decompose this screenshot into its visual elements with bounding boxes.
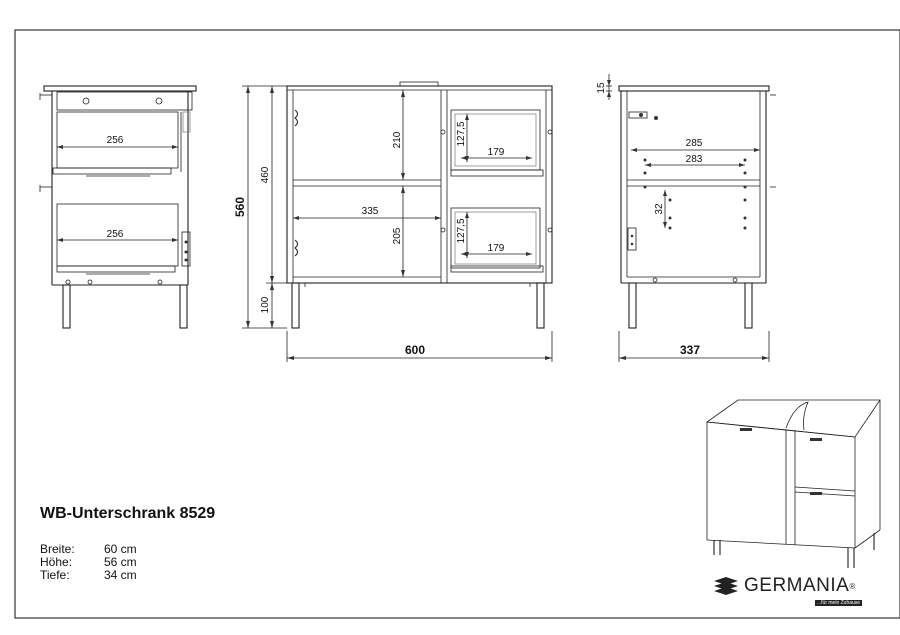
dim-top-thickness: 15 [596,82,607,94]
dim-drawer-height-lower: 127,5 [456,218,467,243]
side-section-view: 256 256 [39,85,197,329]
spec-row-width: Breite: 60 cm [40,543,137,556]
dim-front-bottom-drawer-inner: 256 [107,229,124,240]
layered-stack-icon [714,577,738,595]
height-dimension-chain: 560 460 100 [233,85,287,329]
dim-upper-compartment-height: 210 [392,131,403,148]
dim-drawer-height-upper: 127,5 [456,121,467,146]
brand-name: GERMANIA [744,575,850,596]
dim-side-depth-inner: 283 [686,154,703,165]
dim-compartment-width: 335 [362,206,379,217]
dim-side-depth-outer: 285 [686,138,703,149]
spec-label: Breite: [40,542,75,556]
product-title: WB-Unterschrank 8529 [40,505,216,522]
dim-side-hole-spacing: 32 [654,203,665,215]
product-perspective-sketch [705,399,881,568]
width-dimension: 600 [286,331,553,362]
dim-body-height: 460 [260,166,271,183]
side-view: 15 [596,74,776,362]
spec-row-height: Höhe: 56 cm [40,556,137,569]
dim-lower-compartment-height: 205 [392,227,403,244]
brand-tagline: ...für mein Zuhause [815,600,863,606]
spec-value: 34 cm [104,568,137,582]
spec-value: 60 cm [104,542,137,556]
sheet-frame [14,29,900,619]
dim-drawer-width-upper: 179 [488,147,505,158]
dim-drawer-width-lower: 179 [488,243,505,254]
spec-label: Höhe: [40,555,73,569]
dim-total-depth: 337 [680,343,700,357]
spec-value: 56 cm [104,555,137,569]
dim-front-top-drawer-inner: 256 [107,135,124,146]
spec-row-depth: Tiefe: 34 cm [40,569,137,582]
product-specs: Breite: 60 cm Höhe: 56 cm Tiefe: 34 cm [40,543,137,582]
dim-total-width: 600 [405,343,425,357]
front-interior-view: 210 205 335 127,5 179 127,5 179 [286,81,553,329]
dim-total-height: 560 [233,197,247,217]
brand-trademark: ® [849,581,856,591]
spec-label: Tiefe: [40,568,70,582]
brand-logo: GERMANIA® [712,575,856,597]
dim-leg-height: 100 [260,296,271,313]
